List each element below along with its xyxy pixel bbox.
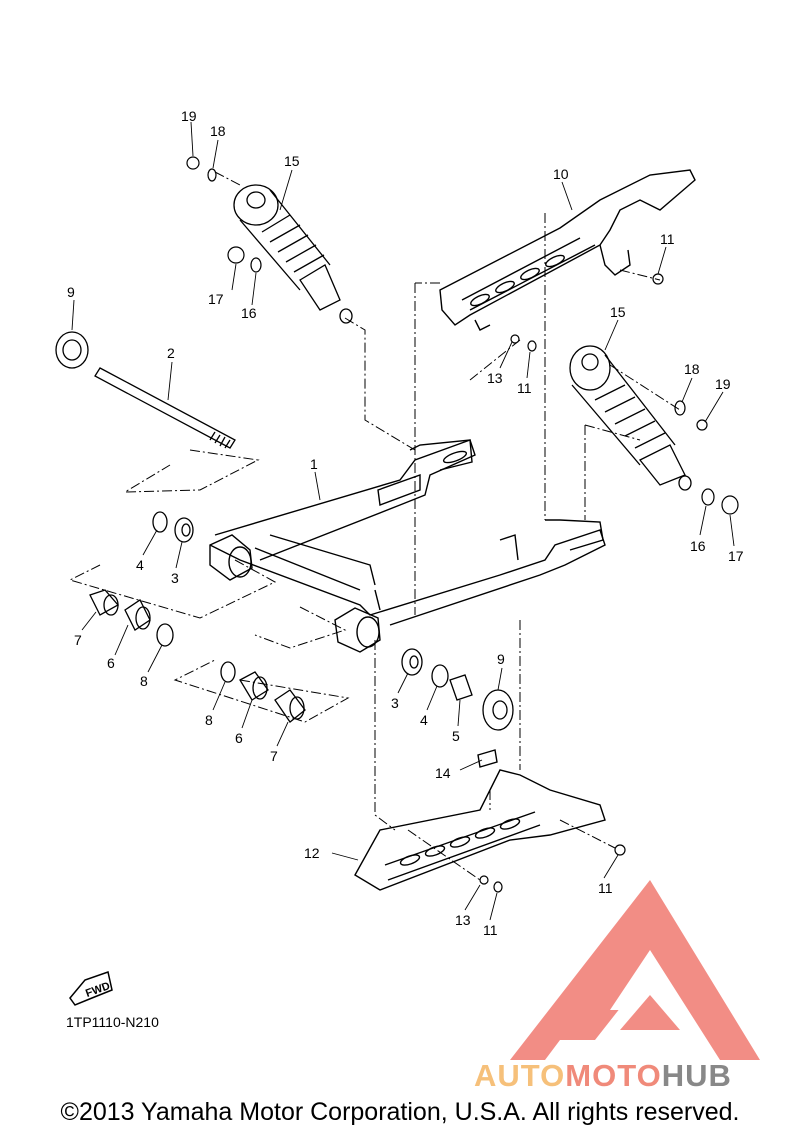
watermark-part-3: HUB <box>661 1058 732 1093</box>
callout-15-right: 15 <box>610 304 626 320</box>
watermark-part-1: AUTO <box>474 1058 566 1093</box>
callout-10: 10 <box>553 166 569 182</box>
callout-14: 14 <box>435 765 451 781</box>
rear-shock-left <box>233 184 353 324</box>
callout-11-lower-right: 11 <box>598 880 613 896</box>
callout-11-lower: 11 <box>483 922 498 938</box>
callout-11-upper-right: 11 <box>660 231 675 247</box>
callout-3-right: 3 <box>391 695 399 711</box>
rear-shock-right <box>569 345 692 491</box>
callout-4-right: 4 <box>420 712 428 728</box>
callout-5: 5 <box>452 728 460 744</box>
left-bearing-group <box>89 511 306 723</box>
fwd-arrow-icon: FWD <box>69 971 113 1006</box>
callout-labels: 19 18 15 17 16 10 11 9 2 13 11 15 18 19 … <box>67 108 744 938</box>
callout-8-left: 8 <box>140 673 148 689</box>
bolts-and-washers <box>186 156 739 893</box>
callout-19-upper: 19 <box>181 108 197 124</box>
callout-9-right: 9 <box>497 651 505 667</box>
watermark-brand: AUTOMOTOHUB <box>474 1058 732 1094</box>
pivot-boss-right <box>334 607 381 653</box>
callout-16-right: 16 <box>690 538 706 554</box>
callout-6-lower: 6 <box>235 730 243 746</box>
callout-3-left: 3 <box>171 570 179 586</box>
pivot-shaft <box>94 367 236 449</box>
diagram-code: 1TP1110-N210 <box>66 1014 159 1030</box>
callout-17-upper: 17 <box>208 291 224 307</box>
watermark-logo <box>510 880 760 1060</box>
callout-4-left: 4 <box>136 557 144 573</box>
chain-case-upper <box>439 169 696 331</box>
callout-2: 2 <box>167 345 175 361</box>
watermark-part-2: MOTO <box>565 1058 662 1093</box>
callout-18-right: 18 <box>684 361 700 377</box>
callout-16-upper: 16 <box>241 305 257 321</box>
callout-17-right: 17 <box>728 548 744 564</box>
callout-18-upper: 18 <box>210 123 226 139</box>
callout-6-left: 6 <box>107 655 115 671</box>
pivot-boss-left <box>209 534 253 581</box>
callout-13-lower: 13 <box>455 912 471 928</box>
chain-case-lower <box>354 749 606 891</box>
copyright-notice: ©2013 Yamaha Motor Corporation, U.S.A. A… <box>60 1098 740 1126</box>
leader-lines <box>71 121 735 921</box>
callout-9-left: 9 <box>67 284 75 300</box>
callout-19-right: 19 <box>715 376 731 392</box>
callout-1: 1 <box>310 456 318 472</box>
swing-arm <box>209 439 606 626</box>
callout-7-lower: 7 <box>270 748 278 764</box>
callout-8-lower: 8 <box>205 712 213 728</box>
callout-15-upper: 15 <box>284 153 300 169</box>
callout-7-left: 7 <box>74 632 82 648</box>
nut-left <box>55 331 89 369</box>
callout-11-upper: 11 <box>517 380 532 396</box>
callout-13-upper: 13 <box>487 370 503 386</box>
alignment-lines <box>68 171 681 881</box>
callout-12: 12 <box>304 845 320 861</box>
